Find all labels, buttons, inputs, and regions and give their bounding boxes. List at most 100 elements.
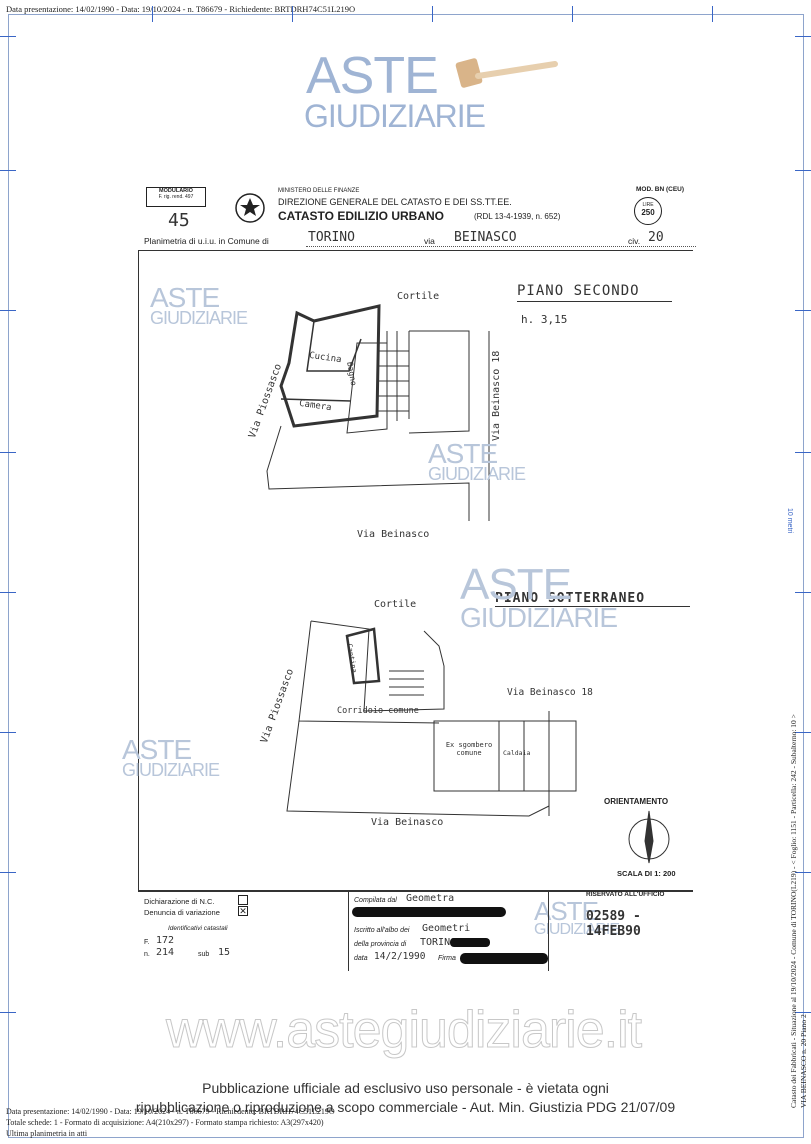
provincia-label: della provincia di xyxy=(354,941,407,948)
form-number: 45 xyxy=(168,210,190,231)
frame-tick xyxy=(795,872,811,873)
compilata-label: Compilata dal xyxy=(354,897,397,904)
frame-tick xyxy=(572,6,573,22)
data-value: 14/2/1990 xyxy=(374,951,426,962)
watermark-b-line2: GIUDIZIARIE xyxy=(428,464,526,484)
frame-tick xyxy=(0,36,16,37)
f-value: 172 xyxy=(156,935,175,946)
via-value: BEINASCO xyxy=(454,230,517,245)
comune-value: TORINO xyxy=(308,230,355,245)
frame-tick xyxy=(292,6,293,22)
iscritto-label: Iscritto all'albo dei xyxy=(354,927,410,934)
watermark-logo-top: ASTE GIUDIZIARIE xyxy=(300,46,560,141)
watermark-d-line2: GIUDIZIARIE xyxy=(122,760,220,780)
n-value: 214 xyxy=(156,947,175,958)
frame-tick xyxy=(0,872,16,873)
watermark-line1: ASTE xyxy=(306,47,439,105)
watermark-e-line2: GIUDIZIARIE xyxy=(534,921,620,938)
scala-label: SCALA DI 1: 200 xyxy=(617,869,676,878)
identificativi-label: Identificativi catastali xyxy=(168,925,228,932)
frame-tick xyxy=(0,170,16,171)
form-dotted-line xyxy=(306,246,696,247)
corridoio-label: Corridoio comune xyxy=(337,706,419,716)
denuncia-label: Denuncia di variazione xyxy=(144,908,220,917)
data-label: data xyxy=(354,955,368,962)
redaction-bar xyxy=(352,907,506,917)
civ-label: civ. xyxy=(628,236,641,246)
dichiarazione-label: Dichiarazione di N.C. xyxy=(144,897,215,906)
footer-line2: ripubblicazione o riproduzione a scopo c… xyxy=(135,1099,676,1115)
orientamento-label: ORIENTAMENTO xyxy=(604,797,669,806)
floor1-height: h. 3,15 xyxy=(521,313,568,326)
watermark-logo-c: ASTE GIUDIZIARIE xyxy=(460,560,618,634)
n-label: n. xyxy=(144,951,150,958)
footer-line1: Pubblicazione ufficiale ad esclusivo uso… xyxy=(202,1080,609,1096)
floor2-underline xyxy=(495,606,690,607)
cortile1-label: Cortile xyxy=(397,291,440,302)
via-label: via xyxy=(424,236,435,246)
provincia-value: TORINO xyxy=(420,937,457,948)
floor-plan: PIANO SECONDO h. 3,15 Cortile Cucina Bag… xyxy=(138,250,693,892)
modulario-box: MODULARIO F. rig. rend. 497 xyxy=(146,187,206,207)
watermark-logo-e: ASTE GIUDIZIARIE xyxy=(534,896,620,939)
frame-tick xyxy=(0,592,16,593)
via-beinasco-18-horizontal: Via Beinasco 18 xyxy=(507,687,593,698)
redaction-bar xyxy=(460,953,548,964)
form-title-note: (RDL 13-4-1939, n. 652) xyxy=(474,212,561,221)
watermark-line2: GIUDIZIARIE xyxy=(304,98,486,134)
f-label: F. xyxy=(144,939,150,946)
sub-value: 15 xyxy=(218,947,231,958)
caldaia-label: Caldaia xyxy=(503,749,531,757)
lire-label: LIRE xyxy=(642,202,654,208)
frame-tick xyxy=(795,310,811,311)
denuncia-checkbox-checked: ✕ xyxy=(238,906,248,916)
dichiarazione-checkbox xyxy=(238,895,248,905)
frame-tick xyxy=(795,36,811,37)
lire-value: 250 xyxy=(641,208,655,217)
direction-label: DIREZIONE GENERALE DEL CATASTO E DEI SS.… xyxy=(278,197,512,207)
via-beinasco-2: Via Beinasco xyxy=(371,817,444,828)
frame-tick xyxy=(152,6,153,22)
frame-tick xyxy=(0,310,16,311)
side-info: Catasto dei Fabbricati - Situazione al 1… xyxy=(789,714,798,1108)
table-divider xyxy=(548,891,549,971)
meta-line2: Totale schede: 1 - Formato di acquisizio… xyxy=(6,1118,324,1127)
watermark-logo-b: ASTE GIUDIZIARIE xyxy=(428,438,526,485)
planimetria-label: Planimetria di u.i.u. in Comune di xyxy=(144,236,269,246)
iscritto-value: Geometri xyxy=(422,923,471,934)
modulario-label: MODULARIO xyxy=(159,188,193,194)
sub-label: sub xyxy=(198,951,210,958)
watermark-d-line1: ASTE xyxy=(122,734,192,765)
watermark-c-line2: GIUDIZIARIE xyxy=(460,602,618,633)
floor1-title: PIANO SECONDO xyxy=(517,283,640,299)
frame-tick xyxy=(795,732,811,733)
via-beinasco-18-vertical: Via Beinasco 18 xyxy=(491,350,502,441)
gavel-icon xyxy=(455,58,558,88)
office-stamp: 02589 - 14FEB90 xyxy=(586,909,641,939)
civ-value: 20 xyxy=(648,230,664,245)
frame-tick xyxy=(0,452,16,453)
via-beinasco-1: Via Beinasco xyxy=(357,529,430,540)
frame-tick xyxy=(432,6,433,22)
watermark-c-line1: ASTE xyxy=(460,560,572,609)
scale-side-label: 10 metri xyxy=(786,508,793,534)
mod-label: MOD. BN (CEU) xyxy=(636,186,685,193)
firma-label: Firma xyxy=(438,955,456,962)
floor-plan-drawing xyxy=(266,304,670,864)
floor2-title: PIANO SOTTERRANEO xyxy=(495,591,646,606)
riservato-label: RISERVATO ALL'UFFICIO xyxy=(586,891,665,898)
watermark-a-line2: GIUDIZIARIE xyxy=(150,308,248,328)
ministry-label: MINISTERO DELLE FINANZE xyxy=(278,188,360,194)
frame-tick xyxy=(795,452,811,453)
form-bottom-table: Dichiarazione di N.C. Denuncia di variaz… xyxy=(138,890,693,971)
form-title: CATASTO EDILIZIO URBANO xyxy=(278,209,444,223)
header-text: Data presentazione: 14/02/1990 - Data: 1… xyxy=(6,4,356,14)
modulario-sub: F. rig. rend. 497 xyxy=(158,194,194,200)
website-watermark: www.astegiudiziarie.it xyxy=(165,1001,642,1060)
frame-tick xyxy=(795,170,811,171)
meta-line3: Ultima planimetria in atti xyxy=(6,1129,88,1138)
meta-line1: Data presentazione: 14/02/1990 - Data: 1… xyxy=(6,1107,335,1116)
watermark-logo-d: ASTE GIUDIZIARIE xyxy=(122,734,220,781)
frame-tick xyxy=(712,6,713,22)
compilata-value: Geometra xyxy=(406,893,455,904)
